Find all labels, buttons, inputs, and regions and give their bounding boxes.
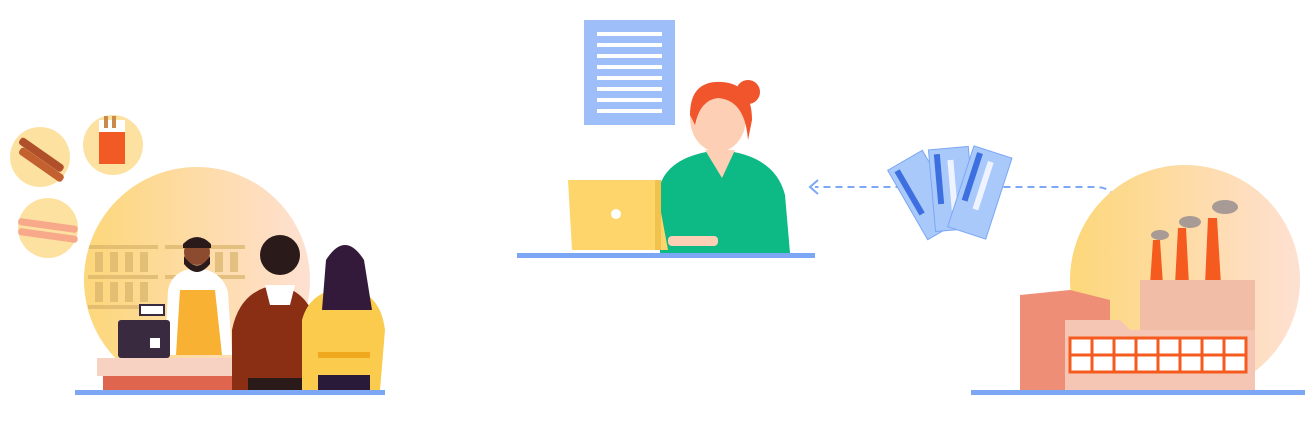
office-worker (660, 80, 790, 253)
cigar-bubble (10, 127, 70, 187)
cashier (165, 237, 232, 355)
cigarette-pack-bubble (83, 115, 143, 175)
document-icon (584, 20, 675, 125)
customer-woman (302, 245, 385, 390)
counter (97, 358, 248, 390)
factory-scene (971, 165, 1305, 395)
factory-baseline (971, 390, 1305, 395)
retail-store-scene (10, 115, 385, 395)
cash-register (118, 304, 170, 358)
factory-windows (1068, 336, 1248, 374)
desk-baseline (517, 253, 815, 258)
smoke (1151, 200, 1238, 240)
store-baseline (75, 390, 385, 395)
office-scene (517, 20, 815, 258)
tickets-icon (886, 145, 1013, 241)
laptop (568, 180, 668, 250)
customer-man (232, 235, 318, 390)
cigar-band-bubble (18, 198, 78, 258)
chimneys (1150, 218, 1221, 285)
